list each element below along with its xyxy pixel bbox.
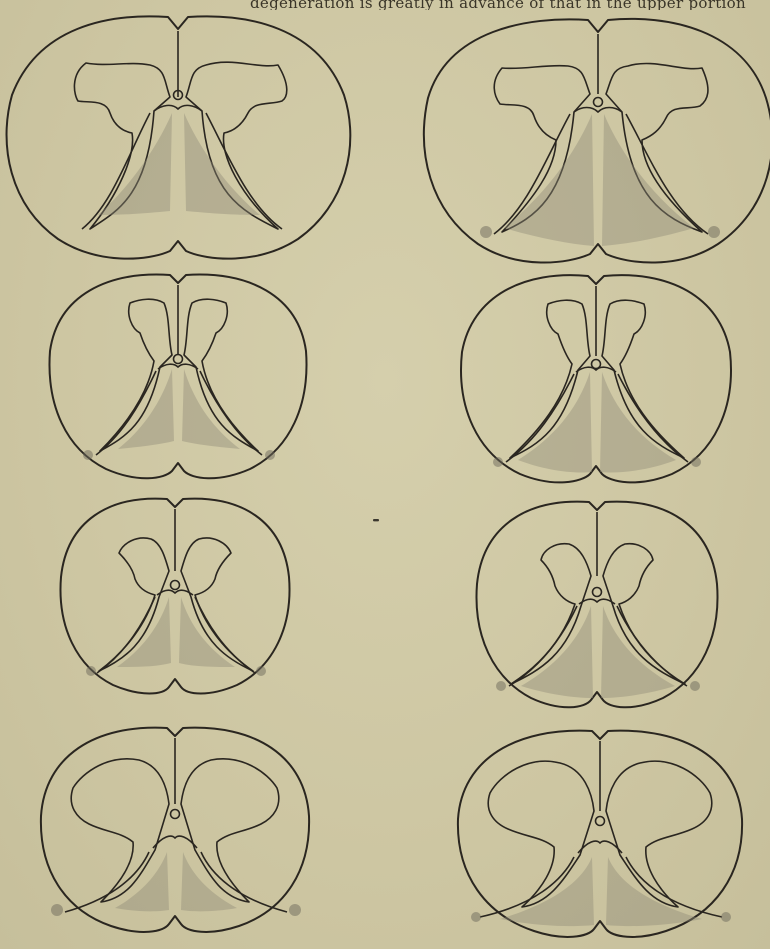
section-second-left — [49, 275, 306, 479]
section-third-right — [476, 502, 717, 708]
section-bottom-left — [41, 728, 309, 932]
section-top-left — [7, 16, 351, 258]
section-bottom-right — [458, 731, 742, 937]
section-second-right — [461, 275, 731, 482]
section-third-left — [60, 499, 289, 694]
stray-mark — [373, 519, 379, 521]
section-top-right — [424, 19, 770, 263]
